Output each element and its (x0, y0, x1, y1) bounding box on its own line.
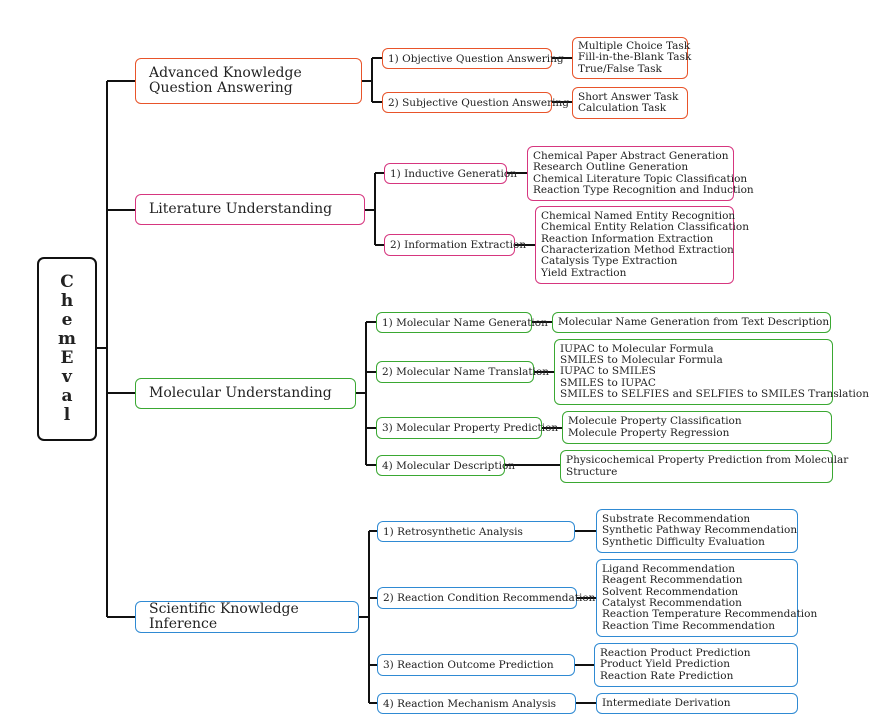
sub-molecular-description: 4) Molecular Description (376, 455, 515, 476)
task-item: Reaction Time Recommendation (602, 619, 775, 632)
tasks-inductive-generation: Chemical Paper Abstract Generation Resea… (527, 146, 754, 201)
task-item: Substrate Recommendation (602, 513, 751, 526)
sub-label: 1) Inductive Generation (390, 167, 517, 180)
task-item: IUPAC to SMILES (560, 365, 656, 378)
task-item: Molecular Name Generation from Text Desc… (558, 315, 830, 328)
task-item: SMILES to IUPAC (560, 376, 656, 389)
task-item: True/False Task (578, 62, 662, 75)
category-literature-understanding: Literature Understanding (135, 194, 365, 225)
tasks-molecular-name-generation: Molecular Name Generation from Text Desc… (552, 312, 831, 333)
sub-subjective-qa: 2) Subjective Question Answering (382, 92, 569, 113)
task-item: Reaction Type Recognition and Induction (533, 183, 754, 196)
sub-label: 2) Reaction Condition Recommendation (383, 592, 596, 604)
sub-label: 3) Reaction Outcome Prediction (383, 659, 554, 671)
task-item: Catalyst Recommendation (602, 597, 742, 609)
task-item: Characterization Method Extraction (541, 244, 734, 256)
tasks-objective-qa: Multiple Choice Task Fill-in-the-Blank T… (572, 37, 692, 79)
task-item: Ligand Recommendation (602, 563, 735, 576)
task-item: Physicochemical Property Prediction from… (566, 454, 849, 467)
sub-inductive-generation: 1) Inductive Generation (384, 163, 517, 184)
task-item: Fill-in-the-Blank Task (578, 51, 692, 64)
category-advanced-knowledge-qa: Advanced Knowledge Question Answering (135, 58, 362, 104)
sub-reaction-mechanism-analysis: 4) Reaction Mechanism Analysis (377, 693, 576, 714)
sub-objective-qa: 1) Objective Question Answering (382, 48, 564, 69)
task-item: SMILES to SELFIES and SELFIES to SMILES … (560, 387, 869, 400)
task-item: Reaction Information Extraction (541, 232, 714, 245)
root-letter: l (63, 405, 71, 425)
root-letter: h (60, 291, 74, 311)
category-label: Literature Understanding (149, 201, 333, 217)
sub-molecular-property-prediction: 3) Molecular Property Prediction (376, 417, 558, 439)
root-letter: e (61, 310, 73, 330)
root-label: C h e m E v a l (58, 273, 76, 425)
sub-reaction-outcome-prediction: 3) Reaction Outcome Prediction (377, 654, 575, 676)
task-item: Reaction Product Prediction (600, 647, 751, 660)
sub-label: 4) Reaction Mechanism Analysis (383, 697, 557, 710)
tasks-reaction-mechanism-analysis: Intermediate Derivation (596, 693, 798, 714)
task-item: IUPAC to Molecular Formula (560, 342, 714, 355)
sub-label: 4) Molecular Description (382, 459, 516, 472)
sub-label: 2) Molecular Name Translation (382, 366, 550, 378)
task-item: Catalysis Type Extraction (541, 255, 678, 268)
sub-reaction-condition-recommendation: 2) Reaction Condition Recommendation (377, 587, 595, 609)
task-item: Chemical Literature Topic Classification (533, 172, 748, 185)
task-item: Calculation Task (578, 102, 667, 114)
task-item: Reaction Temperature Recommendation (602, 608, 818, 621)
task-item: Multiple Choice Task (578, 40, 691, 53)
task-item: Chemical Named Entity Recognition (541, 210, 736, 223)
sub-molecular-name-generation: 1) Molecular Name Generation (376, 312, 548, 333)
task-item: Chemical Paper Abstract Generation (533, 149, 729, 162)
task-item: Synthetic Difficulty Evaluation (602, 535, 765, 548)
category-label: Scientific Knowledge Inference (149, 601, 299, 632)
sub-label: 1) Molecular Name Generation (382, 316, 548, 329)
task-item: Reaction Rate Prediction (600, 669, 734, 682)
sub-retrosynthetic-analysis: 1) Retrosynthetic Analysis (377, 521, 575, 542)
task-item: SMILES to Molecular Formula (560, 354, 723, 367)
task-item: Chemical Entity Relation Classification (541, 221, 749, 234)
task-item: Molecule Property Classification (568, 415, 742, 428)
tasks-molecular-property-prediction: Molecule Property Classification Molecul… (562, 411, 832, 444)
task-item: Short Answer Task (578, 90, 679, 103)
task-item: Structure (566, 465, 618, 478)
sub-label: 1) Retrosynthetic Analysis (383, 525, 523, 538)
tasks-molecular-name-translation: IUPAC to Molecular Formula SMILES to Mol… (554, 339, 869, 405)
sub-label: 2) Subjective Question Answering (388, 96, 569, 109)
tasks-subjective-qa: Short Answer Task Calculation Task (572, 87, 688, 119)
task-item: Reagent Recommendation (602, 574, 743, 587)
sub-label: 2) Information Extraction (390, 239, 527, 251)
category-molecular-understanding: Molecular Understanding (135, 378, 356, 409)
task-item: Product Yield Prediction (600, 658, 730, 671)
tasks-reaction-condition-recommendation: Ligand Recommendation Reagent Recommenda… (596, 559, 818, 637)
sub-label: 1) Objective Question Answering (388, 52, 564, 65)
task-item: Intermediate Derivation (602, 696, 731, 709)
root-letter: a (61, 386, 73, 406)
task-item: Research Outline Generation (533, 161, 689, 174)
tasks-molecular-description: Physicochemical Property Prediction from… (560, 450, 849, 483)
sub-information-extraction: 2) Information Extraction (384, 234, 526, 256)
category-scientific-knowledge-inference: Scientific Knowledge Inference (135, 601, 359, 633)
root-letter: m (58, 329, 76, 349)
sub-label: 3) Molecular Property Prediction (382, 422, 559, 434)
task-item: Synthetic Pathway Recommendation (602, 524, 798, 537)
root-letter: E (60, 348, 74, 368)
task-item: Solvent Recommendation (602, 585, 739, 598)
task-item: Yield Extraction (541, 266, 627, 279)
tasks-retrosynthetic-analysis: Substrate Recommendation Synthetic Pathw… (596, 509, 798, 553)
tasks-reaction-outcome-prediction: Reaction Product Prediction Product Yiel… (594, 643, 798, 687)
root-node: C h e m E v a l (37, 257, 97, 441)
sub-molecular-name-translation: 2) Molecular Name Translation (376, 361, 549, 383)
tasks-information-extraction: Chemical Named Entity Recognition Chemic… (535, 206, 749, 284)
root-letter: v (62, 367, 72, 387)
task-item: Molecule Property Regression (568, 426, 730, 439)
category-label: Molecular Understanding (149, 385, 332, 401)
category-label: Advanced Knowledge Question Answering (149, 65, 302, 96)
root-letter: C (60, 272, 74, 292)
